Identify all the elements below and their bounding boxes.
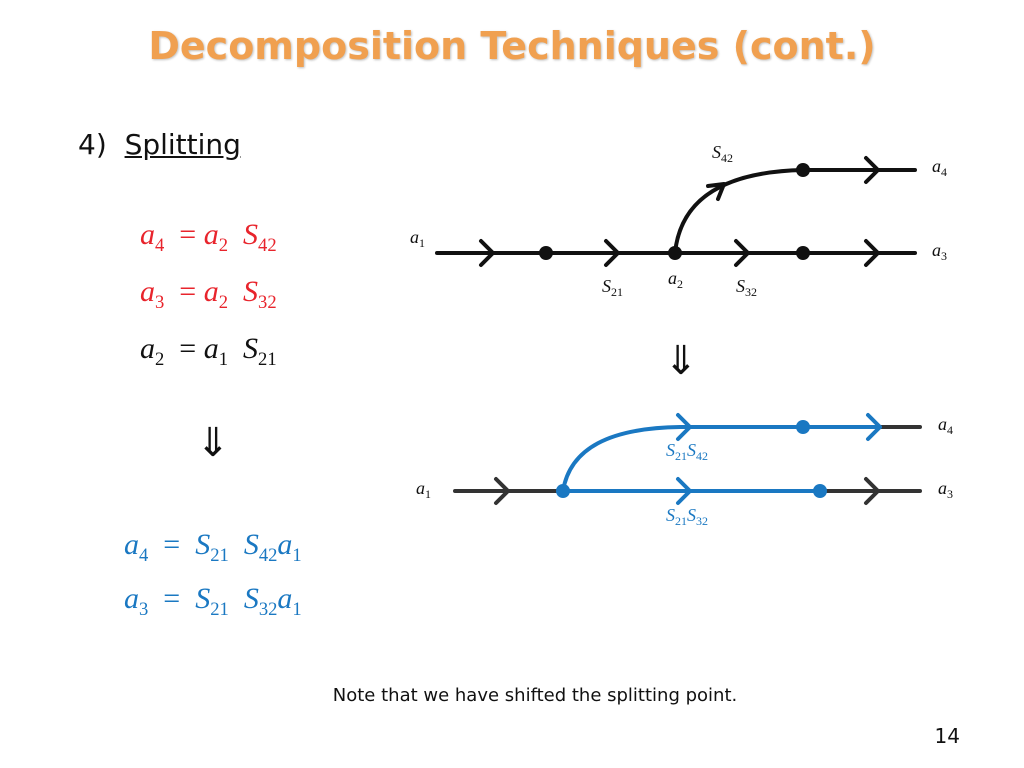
- section-name: Splitting: [124, 128, 241, 161]
- top-label-a1: a1: [410, 227, 425, 250]
- equation-a3: a3 = a2 S32: [140, 275, 277, 313]
- top-arrow-s32: [734, 239, 750, 267]
- implies-arrow-diagram: ⇓: [664, 338, 698, 384]
- bottom-node-split: [556, 484, 570, 498]
- bottom-arrow-upper: [676, 413, 692, 441]
- result-a3: a3 = S21 S32a1: [124, 582, 302, 620]
- top-arrow-a4: [864, 156, 880, 184]
- bottom-label-a3: a3: [938, 478, 953, 501]
- section-number: 4): [78, 128, 107, 161]
- bottom-label-upper-gain: S21S42: [666, 440, 708, 463]
- top-arrow-a1: [479, 239, 495, 267]
- top-label-a2: a2: [668, 268, 683, 291]
- result-a4: a4 = S21 S42a1: [124, 528, 302, 566]
- equation-a4: a4 = a2 S42: [140, 218, 277, 256]
- slide-title: Decomposition Techniques (cont.): [148, 24, 876, 68]
- bottom-nodes: [556, 420, 827, 498]
- top-label-s32: S32: [736, 276, 757, 299]
- bottom-upper-branch: [561, 425, 882, 493]
- top-arrow-s42: [706, 182, 726, 201]
- footnote: Note that we have shifted the splitting …: [332, 685, 738, 706]
- top-node-a4: [796, 163, 810, 177]
- bottom-arrow-a4: [866, 413, 882, 441]
- bottom-label-a4: a4: [938, 414, 953, 437]
- implies-arrow-left: ⇓: [196, 420, 230, 466]
- page-number: 14: [934, 724, 960, 748]
- top-arrow-s21: [604, 239, 620, 267]
- top-node-a2: [668, 246, 682, 260]
- top-label-a4: a4: [932, 156, 947, 179]
- section-heading: 4) Splitting: [78, 128, 241, 161]
- bottom-diagram: [453, 413, 922, 505]
- bottom-arrow-lower: [676, 477, 692, 505]
- bottom-node-a3: [813, 484, 827, 498]
- bottom-label-a1: a1: [416, 478, 431, 501]
- top-upper-branch: [673, 168, 917, 255]
- bottom-arrow-a1: [494, 477, 510, 505]
- top-arrow-a3: [864, 239, 880, 267]
- bottom-label-lower-gain: S21S32: [666, 505, 708, 528]
- top-node-a1: [539, 246, 553, 260]
- bottom-node-a4: [796, 420, 810, 434]
- top-label-s21: S21: [602, 276, 623, 299]
- equation-a2: a2 = a1 S21: [140, 332, 277, 370]
- top-node-a3: [796, 246, 810, 260]
- top-label-a3: a3: [932, 240, 947, 263]
- top-nodes: [539, 163, 810, 260]
- top-label-s42: S42: [712, 142, 733, 165]
- bottom-arrow-a3: [864, 477, 880, 505]
